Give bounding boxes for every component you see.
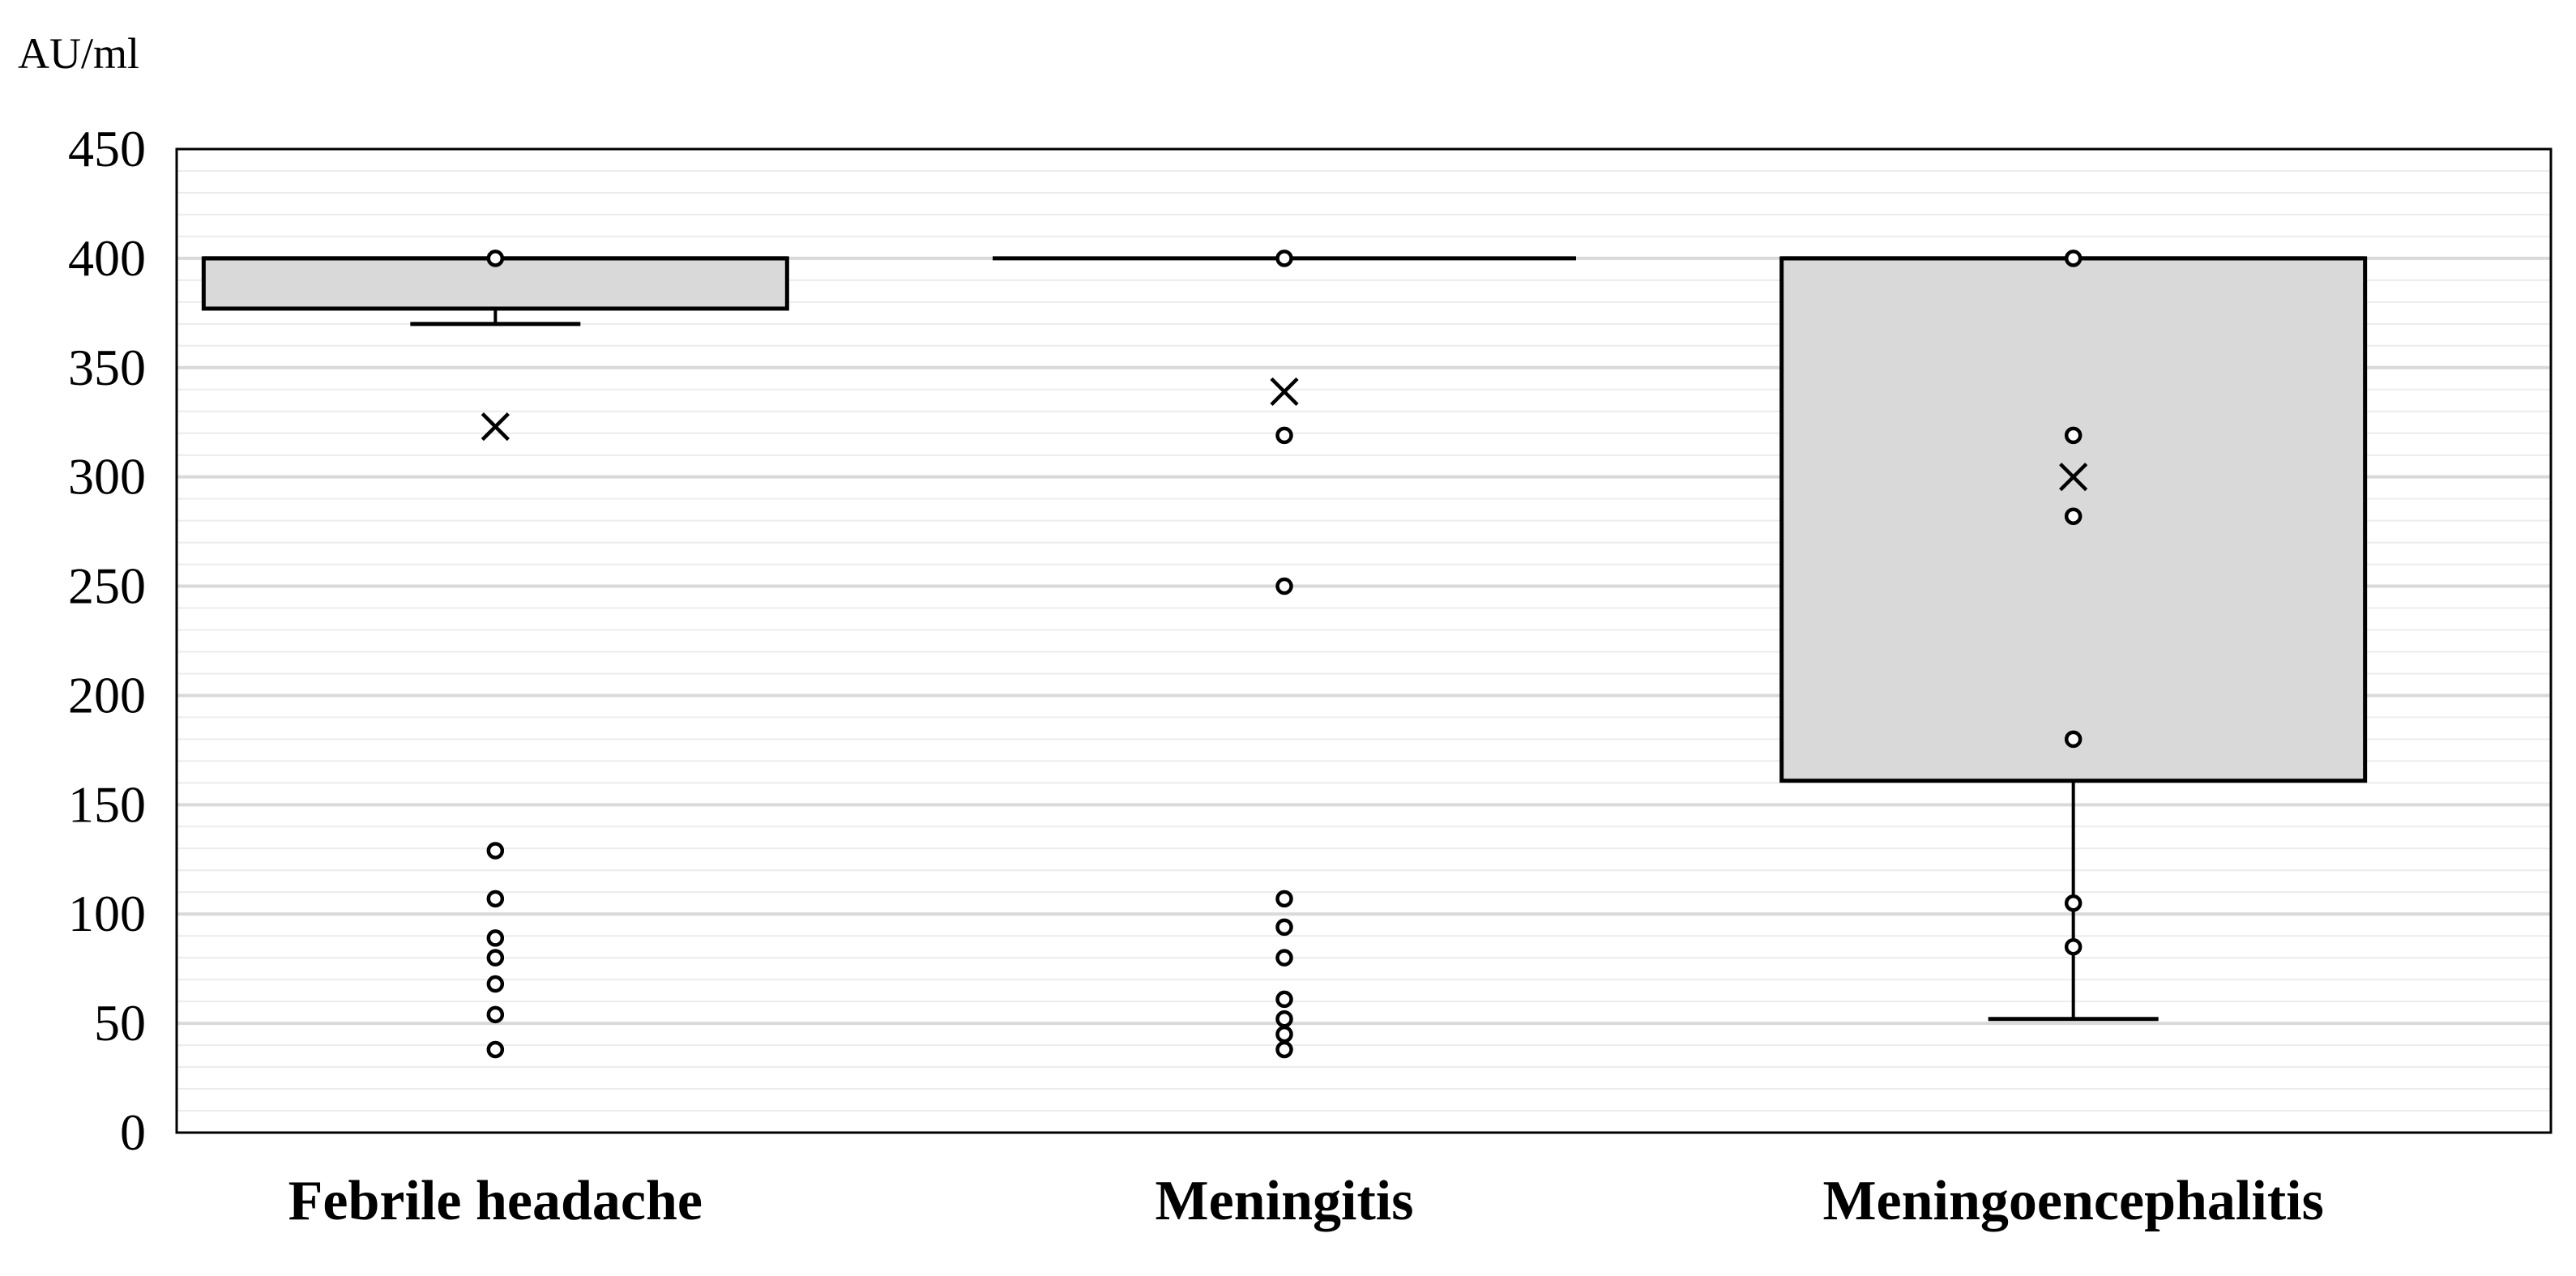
box-group [1779, 250, 2368, 1022]
data-point [1275, 1009, 1293, 1028]
y-axis-tick-labels: 0 50 100 150 200 250 300 350 400 450 [68, 120, 146, 1161]
data-point [486, 975, 505, 993]
y-tick-label: 250 [68, 557, 146, 615]
data-point [2064, 426, 2083, 445]
x-category-label: Meningoencephalitis [1822, 1170, 2323, 1232]
y-tick-label: 50 [94, 994, 146, 1052]
data-point [486, 929, 505, 947]
y-axis-label: AU/ml [18, 29, 139, 78]
data-point [1275, 426, 1293, 445]
data-point [1275, 1025, 1293, 1043]
data-point [486, 250, 505, 267]
data-point [1275, 890, 1293, 908]
x-category-label: Meningitis [1156, 1170, 1414, 1232]
data-point [486, 1040, 505, 1059]
data-point [1275, 577, 1293, 595]
plot-area-frame [175, 147, 2553, 1134]
data-point [486, 842, 505, 860]
data-point [1275, 918, 1293, 937]
data-point [486, 890, 505, 908]
data-point [2064, 250, 2083, 267]
y-tick-label: 450 [68, 120, 146, 177]
y-tick-label: 350 [68, 339, 146, 396]
mean-marker-stroke [1270, 377, 1299, 407]
box-series [201, 250, 2368, 1059]
y-tick-label: 200 [68, 666, 146, 723]
data-point [2064, 937, 2083, 956]
mean-marker-stroke [481, 412, 510, 442]
x-category-label: Febrile headache [288, 1170, 703, 1232]
data-point [1275, 250, 1293, 267]
y-tick-label: 400 [68, 229, 146, 287]
x-axis-category-labels: Febrile headache Meningitis Meningoencepha… [288, 1170, 2324, 1232]
data-point [1275, 990, 1293, 1009]
data-point [1275, 1040, 1293, 1059]
y-tick-label: 100 [68, 885, 146, 942]
data-point [486, 949, 505, 967]
y-tick-label: 300 [68, 448, 146, 506]
y-tick-label: 150 [68, 775, 146, 833]
box-group [993, 250, 1576, 1059]
data-point [486, 1005, 505, 1024]
data-point [1275, 949, 1293, 967]
data-point [2064, 894, 2083, 912]
mean-marker [481, 412, 510, 442]
data-point [2064, 730, 2083, 749]
data-point [2064, 507, 2083, 525]
box-group [201, 250, 789, 1059]
mean-marker [2059, 463, 2088, 492]
y-tick-label: 0 [120, 1103, 146, 1161]
mean-marker-stroke [2059, 463, 2088, 492]
mean-marker [1270, 377, 1299, 407]
